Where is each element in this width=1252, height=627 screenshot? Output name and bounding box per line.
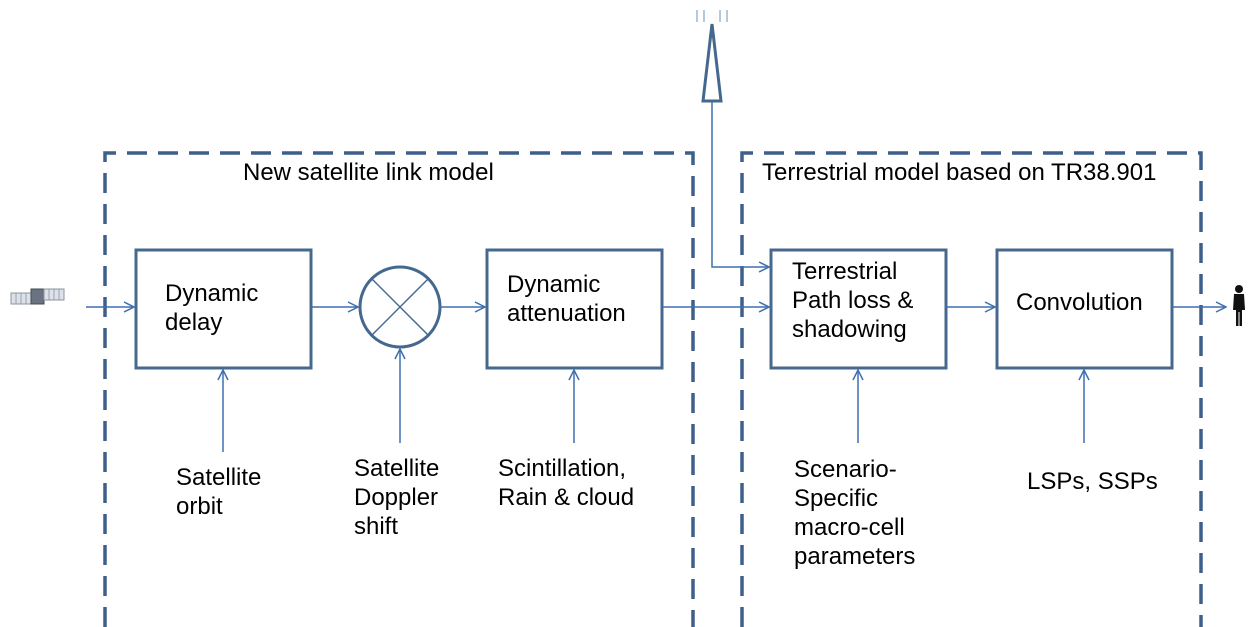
dynamic-delay-block [134,248,313,370]
scenario-label: Scenario- Specific macro-cell parameters [794,456,916,570]
dynamic-delay-label: Dynamic delay [165,280,259,336]
terrestrial-path-loss-block [769,248,948,370]
multiplier-icon [358,265,442,349]
arrow-tower-to-terrestrial [711,102,769,267]
person-icon [1233,285,1245,326]
dynamic-attenuation-block [485,248,664,370]
satellite-region-boundary [103,151,695,627]
terrestrial-region-title: Terrestrial model based on TR38.901 [762,159,1157,186]
convolution-label: Convolution [1016,289,1143,316]
satellite-orbit-label: Satellite orbit [176,464,262,520]
dynamic-attenuation-label: Dynamic attenuation [507,271,626,327]
convolution-block [995,248,1174,370]
antenna-tower-icon [696,10,728,103]
doppler-label: Satellite Doppler shift [354,455,440,540]
terrestrial-path-loss-label: Terrestrial Path loss & shadowing [792,258,914,343]
scintillation-label: Scintillation, Rain & cloud [498,455,635,511]
satellite-region-title: New satellite link model [243,159,494,186]
terrestrial-region-boundary [740,151,1203,627]
satellite-icon [10,288,65,305]
lsps-label: LSPs, SSPs [1027,468,1158,495]
